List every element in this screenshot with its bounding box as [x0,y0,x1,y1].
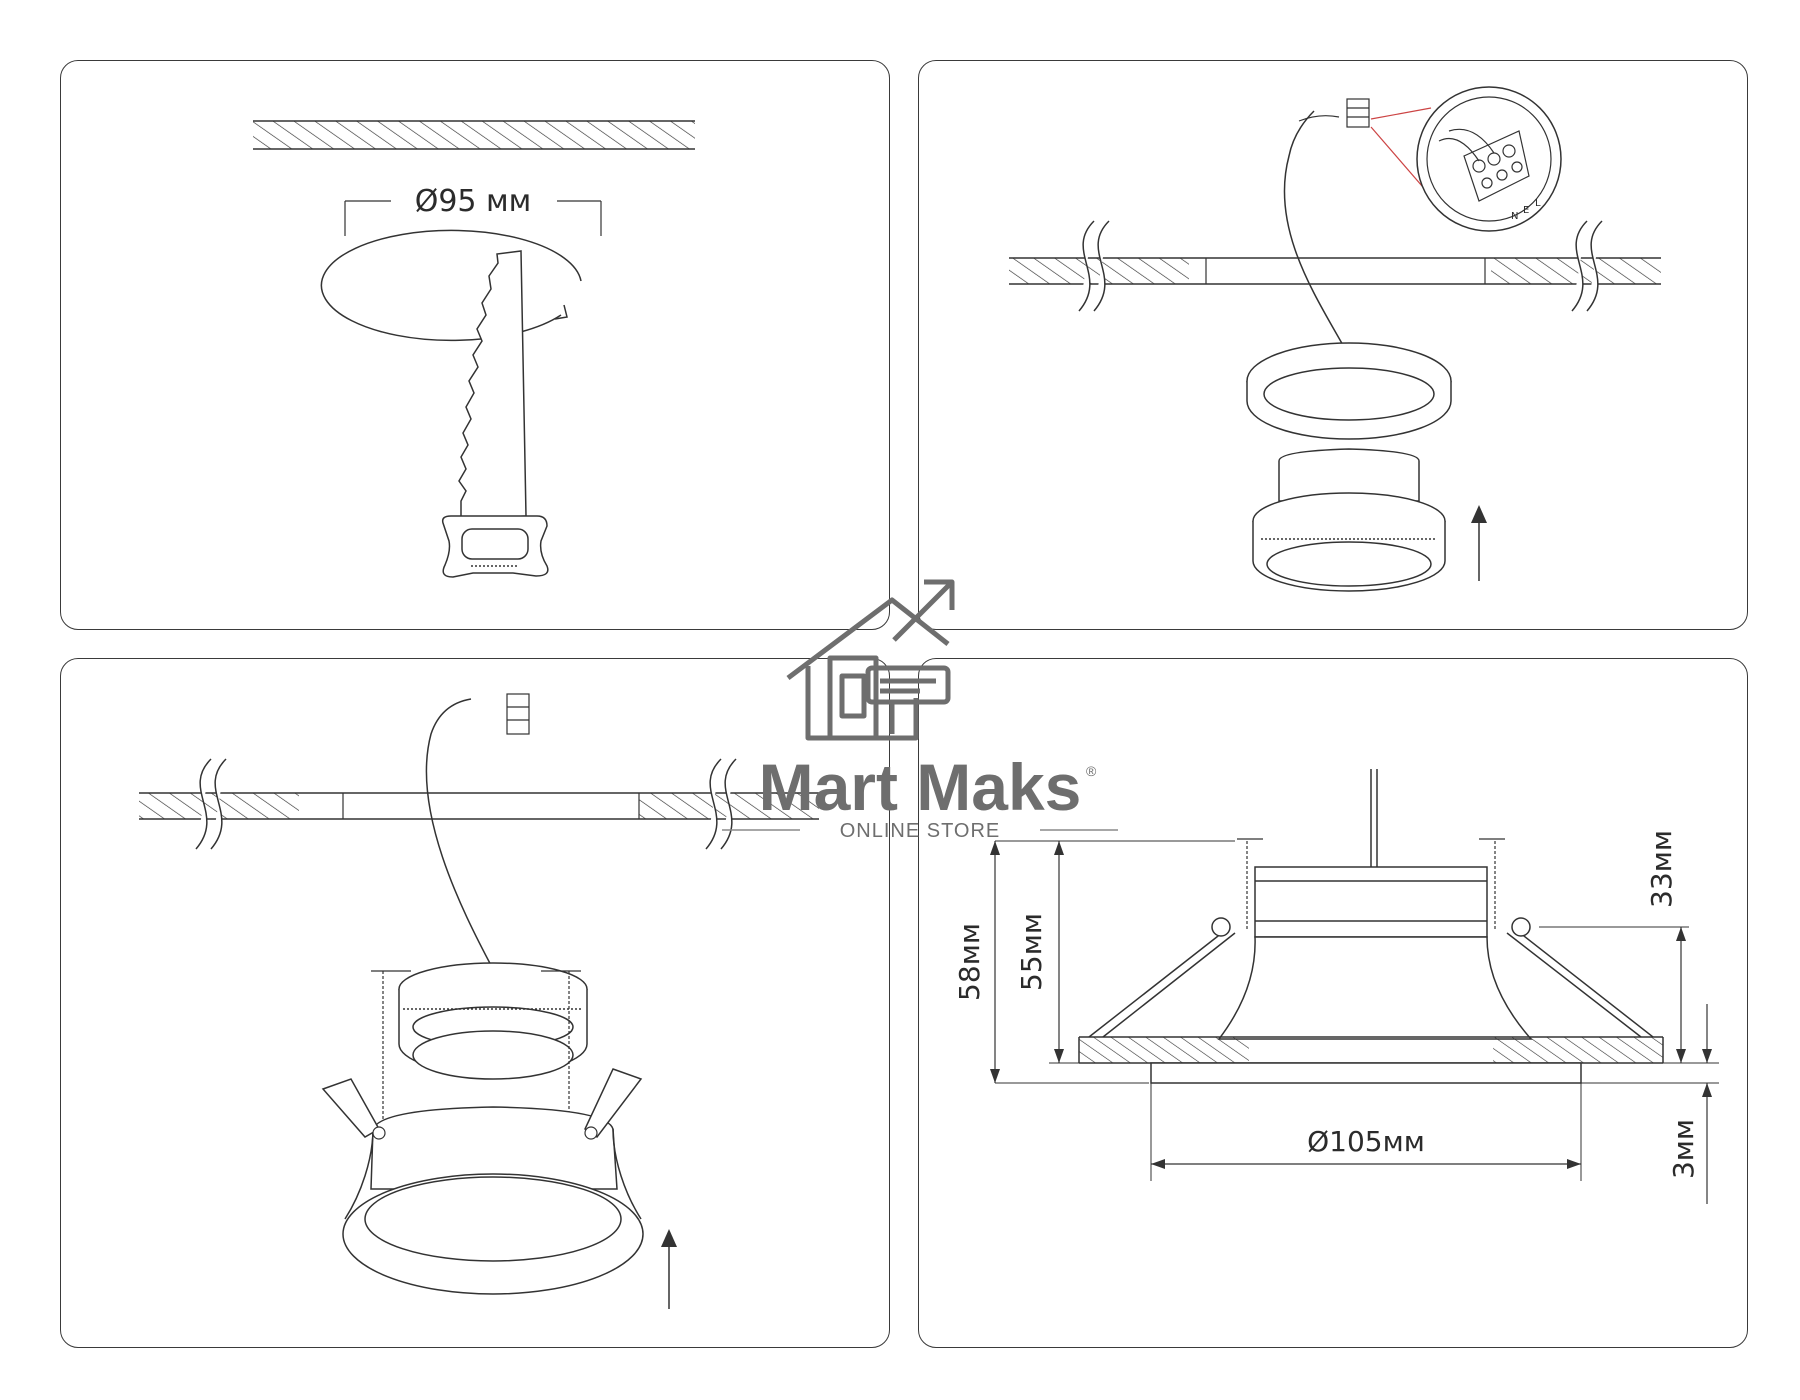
fixture-body-section [1088,917,1654,1040]
step-install-panel [60,658,890,1348]
brand-tagline: ONLINE STORE [840,820,1001,842]
dimensions-panel: 58мм 55мм 33мм 3мм Ø105мм [918,658,1748,1348]
house-logo-icon [786,579,955,741]
brand-name: Mart Maks [759,750,1082,824]
fixture-body [342,1106,644,1295]
diameter-label: Ø105мм [1307,1125,1425,1158]
power-cable [425,698,494,970]
step-wiring-panel: N E L [918,60,1748,630]
spring-clip-left [371,970,411,1129]
ceiling-left [1009,258,1189,284]
terminal-label-l: L [1535,198,1541,209]
step-cut-hole-panel: Ø95 мм [60,60,890,630]
install-drawing [139,693,819,1309]
terminal-label-e: E [1523,205,1529,216]
rim-thickness-label: 3мм [1667,1119,1700,1179]
dimensions-drawing: 58мм 55мм 33мм 3мм Ø105мм [953,769,1719,1204]
terminal-block-icon [506,693,530,735]
fixture-housing [1254,866,1488,938]
clip-left [321,1078,381,1138]
spring-clip-right [541,970,581,1129]
ceiling-left [1079,1037,1249,1063]
ceiling-right [1491,258,1661,284]
cut-hole-drawing: Ø95 мм [253,120,695,578]
wiring-drawing: N E L [1009,86,1661,592]
registered-mark: ® [1086,763,1097,779]
mart-maks-watermark: Mart Maks ® ONLINE STORE [722,579,1118,842]
height-total-label: 58мм [953,923,986,1001]
spring-clip-left [1237,838,1263,929]
height-recess-label: 55мм [1015,913,1048,991]
height-top-label: 33мм [1645,830,1678,908]
terminal-label-n: N [1511,211,1518,222]
clip-right [584,1068,643,1139]
spring-clip-right [1479,838,1505,929]
ceiling-section [253,121,695,149]
hole-diameter-label: Ø95 мм [415,184,532,219]
gx53-lamp-icon [1252,448,1446,592]
gx53-lamp-icon [398,962,588,1080]
fixture-ring-top [1246,342,1452,440]
ceiling-right [1493,1037,1663,1063]
drywall-saw-icon [441,250,549,578]
hole-outline [320,229,582,342]
power-cable [1283,110,1350,357]
fixture-rim [1150,1062,1582,1084]
terminal-block-icon [1346,98,1370,128]
